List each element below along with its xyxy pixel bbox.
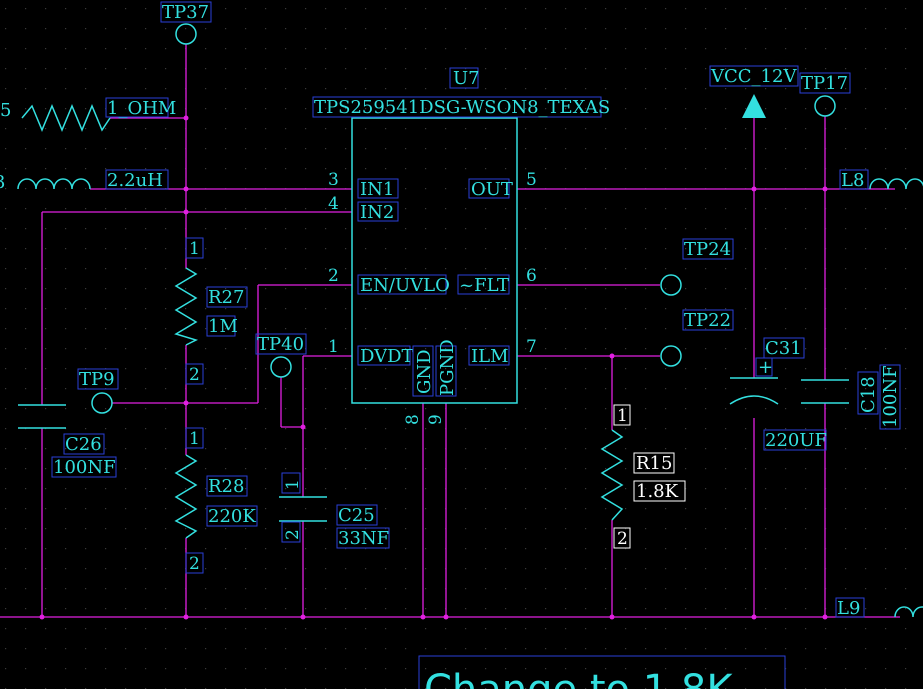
part-value: 220UF <box>765 430 827 451</box>
part-ref: 5 <box>0 100 11 121</box>
pin-name: ~FLT <box>459 275 509 296</box>
pin-name: ILM <box>471 346 509 367</box>
part-value: 2.2uH <box>107 170 163 191</box>
pin-num: 2 <box>189 554 200 574</box>
capacitor-c18[interactable]: C18 100NF <box>801 364 901 430</box>
tp17[interactable]: TP17 <box>799 72 851 117</box>
tp-label: TP37 <box>162 2 209 23</box>
part-refdes: C18 <box>858 376 879 413</box>
pin-name: EN/UVLO <box>360 275 450 296</box>
part-refdes: L9 <box>837 598 860 619</box>
pin-name: IN1 <box>360 179 394 200</box>
left-inductor[interactable]: 3 2.2uH <box>0 169 169 193</box>
pin-num: 2 <box>189 365 200 385</box>
power-arrow-icon <box>742 94 766 118</box>
pin-num: 8 <box>403 414 423 425</box>
ic-u7[interactable]: U7 TPS259541DSG-WSON8_TEXAS 3 4 2 1 5 6 … <box>312 67 610 425</box>
tp22[interactable]: TP22 <box>660 309 734 367</box>
pin-num: 1 <box>617 406 628 426</box>
inductor-l8[interactable]: L8 <box>839 169 923 191</box>
resistor-r28[interactable]: 1 2 R28 220K <box>174 427 258 574</box>
pin-num: 2 <box>328 266 339 286</box>
tp-label: TP40 <box>257 334 304 355</box>
pin-name: IN2 <box>360 202 394 223</box>
tp-label: TP17 <box>801 73 848 94</box>
left-resistor[interactable]: 5 1_OHM <box>0 97 176 132</box>
resistor-r15[interactable]: 1 2 R15 1.8K <box>600 404 686 549</box>
part-value: 100NF <box>880 365 901 428</box>
ic-value: TPS259541DSG-WSON8_TEXAS <box>314 97 610 118</box>
tp-label: TP22 <box>684 310 731 331</box>
part-value: 1.8K <box>636 481 679 502</box>
junction-dots <box>39 115 828 620</box>
part-value: 1_OHM <box>107 98 176 119</box>
part-value: 220K <box>208 506 256 527</box>
tp9[interactable]: TP9 <box>77 368 119 414</box>
part-refdes: C31 <box>765 338 802 359</box>
part-refdes: C26 <box>65 434 102 455</box>
resistor-r27[interactable]: 1 2 R27 1M <box>174 237 248 385</box>
capacitor-c26[interactable]: C26 100NF <box>18 404 117 478</box>
capacitor-c31[interactable]: + C31 220UF <box>729 337 827 451</box>
tp-label: TP24 <box>684 239 731 260</box>
pin-num: 2 <box>283 529 303 540</box>
pin-num: 3 <box>328 170 339 190</box>
inductor-l9[interactable]: L9 <box>835 597 923 619</box>
part-refdes: R15 <box>636 453 672 474</box>
pin-name: PGND <box>437 339 458 396</box>
vcc-12v-power-symbol[interactable]: VCC_12V <box>709 65 799 118</box>
power-net-label: VCC_12V <box>710 66 797 87</box>
pin-num: 7 <box>526 337 537 357</box>
tp40[interactable]: TP40 <box>255 333 307 378</box>
part-ref: 3 <box>0 172 5 193</box>
tp24[interactable]: TP24 <box>660 238 734 296</box>
note-text: Change to 1.8K <box>424 667 734 689</box>
tp-label: TP9 <box>79 369 115 390</box>
part-value: 1M <box>208 316 238 337</box>
ic-refdes: U7 <box>453 68 480 89</box>
change-note[interactable]: Change to 1.8K <box>418 655 786 689</box>
ic-body <box>351 117 518 404</box>
pin-num: 4 <box>328 194 339 214</box>
part-refdes: R28 <box>208 476 244 497</box>
part-refdes: C25 <box>338 505 375 526</box>
pin-name: DVDT <box>360 346 414 367</box>
part-value: 100NF <box>53 457 116 478</box>
pin-num: 1 <box>189 239 200 259</box>
capacitor-c25[interactable]: 1 2 C25 33NF <box>279 472 390 549</box>
pin-num: 1 <box>328 337 339 357</box>
pin-num: 1 <box>283 479 303 490</box>
part-value: 33NF <box>338 528 389 549</box>
pin-num: 6 <box>526 266 537 286</box>
pin-name: OUT <box>471 179 513 200</box>
part-refdes: L8 <box>841 170 864 191</box>
pin-num: 2 <box>617 529 628 549</box>
pin-name: GND <box>414 349 435 394</box>
part-refdes: R27 <box>208 287 244 308</box>
pin-num: 1 <box>189 429 200 449</box>
pin-num: 5 <box>526 170 537 190</box>
pin-num: 9 <box>426 414 446 425</box>
tp37[interactable]: TP37 <box>160 1 212 45</box>
polarity-mark: + <box>758 357 773 378</box>
